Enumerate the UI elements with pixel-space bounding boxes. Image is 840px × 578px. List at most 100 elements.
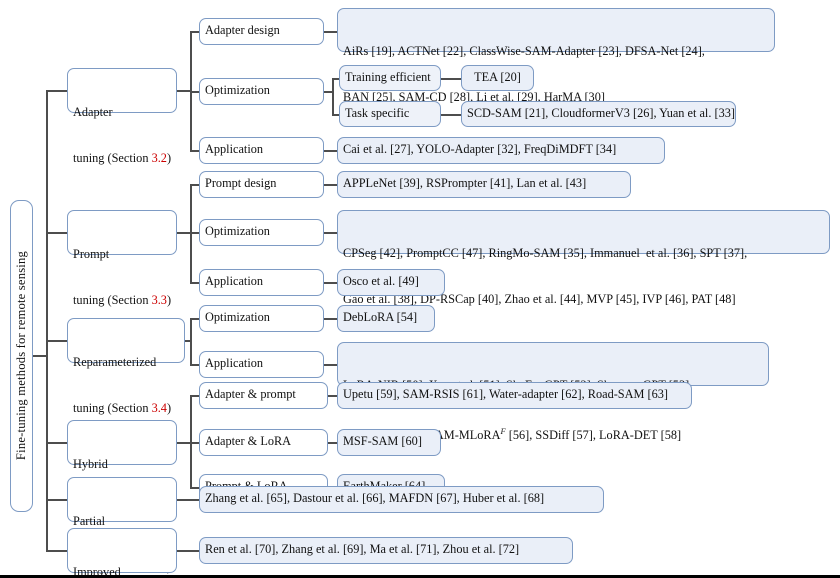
- branch-prompt-tuning-line2: tuning (Section 3.3): [73, 293, 172, 308]
- node-adapter-optimization-label: Optimization: [205, 83, 270, 98]
- node-prompt-application[interactable]: Application: [199, 269, 324, 296]
- branch-adapter-tuning-line2: tuning (Section 3.2): [73, 151, 172, 166]
- connector-partial-leaf: [177, 499, 199, 501]
- leaf-adapter-application-refs[interactable]: Cai et al. [27], YOLO-Adapter [32], Freq…: [337, 137, 665, 164]
- root-node-label: Fine-tuning methods for remote sensing: [14, 251, 28, 461]
- node-reparam-optimization-label: Optimization: [205, 310, 270, 325]
- node-reparam-optimization[interactable]: Optimization: [199, 305, 324, 332]
- connector-training-efficient-leaf: [441, 78, 461, 80]
- connector-to-prompt-and-lora: [190, 487, 199, 489]
- leaf-task-specific-refs[interactable]: SCD-SAM [21], CloudformerV3 [26], Yuan e…: [461, 101, 736, 127]
- connector-adapter-application-leaf: [324, 150, 337, 152]
- connector-to-reparam-optimization: [190, 318, 199, 320]
- connector-adapter-opt-out: [324, 91, 333, 93]
- node-reparam-application[interactable]: Application: [199, 351, 324, 378]
- connector-to-training-efficient: [332, 78, 339, 80]
- node-adapter-application[interactable]: Application: [199, 137, 324, 164]
- connector-to-adapter-optimization: [190, 91, 199, 93]
- connector-to-task-specific: [332, 114, 339, 116]
- connector-to-prompt-optimization: [190, 232, 199, 234]
- connector-hybrid-spine: [190, 395, 192, 487]
- connector-adapter-and-prompt-leaf: [328, 395, 337, 397]
- branch-hybrid-tuning-line1: Hybrid: [73, 457, 108, 472]
- connector-to-hybrid-tuning: [46, 442, 67, 444]
- node-task-specific[interactable]: Task specific: [339, 101, 441, 127]
- connector-prompt-out: [177, 232, 191, 234]
- branch-partial-tuning[interactable]: Partial tuning (Section 3.6): [67, 477, 177, 574]
- node-training-efficient-label: Training efficient: [345, 69, 431, 84]
- root-node: Fine-tuning methods for remote sensing: [10, 200, 33, 512]
- leaf-line: BAN [25], SAM-CD [28], Li et al. [29], H…: [343, 90, 605, 105]
- connector-task-specific-leaf: [441, 114, 461, 116]
- connector-to-adapter-application: [190, 150, 199, 152]
- branch-prompt-tuning[interactable]: Prompt tuning (Section 3.3): [67, 210, 177, 307]
- leaf-adapter-design-refs[interactable]: AiRs [19], ACTNet [22], ClassWise-SAM-Ad…: [337, 8, 775, 104]
- connector-adapter-design-leaf: [324, 31, 337, 33]
- connector-to-adapter-design: [190, 31, 199, 33]
- connector-to-adapter-tuning: [46, 90, 67, 92]
- leaf-line: APPLeNet [39], RSPrompter [41], Lan et a…: [343, 176, 587, 191]
- node-prompt-optimization-label: Optimization: [205, 224, 270, 239]
- node-adapter-application-label: Application: [205, 142, 264, 157]
- connector-to-prompt-tuning: [46, 232, 67, 234]
- branch-reparameterized-tuning-line2: tuning (Section 3.4): [73, 401, 172, 416]
- leaf-prompt-optimization-refs[interactable]: CPSeg [42], PromptCC [47], RingMo-SAM [3…: [337, 210, 830, 306]
- leaf-prompt-application-refs[interactable]: Osco et al. [49]: [337, 269, 445, 296]
- leaf-line: AiRs [19], ACTNet [22], ClassWise-SAM-Ad…: [343, 44, 705, 59]
- leaf-line: SCD-SAM [21], CloudformerV3 [26], Yuan e…: [467, 105, 735, 120]
- leaf-line: Upetu [59], SAM-RSIS [61], Water-adapter…: [343, 387, 669, 402]
- connector-to-adapter-and-lora: [190, 442, 199, 444]
- connector-to-reparameterized-tuning: [46, 340, 67, 342]
- node-adapter-and-prompt[interactable]: Adapter & prompt: [199, 382, 328, 409]
- node-adapter-and-lora-label: Adapter & LoRA: [205, 434, 292, 449]
- connector-reparam-application-leaf: [324, 364, 337, 366]
- branch-reparameterized-tuning-line1: Reparameterized: [73, 355, 157, 370]
- leaf-prompt-design-refs[interactable]: APPLeNet [39], RSPrompter [41], Lan et a…: [337, 171, 631, 198]
- node-prompt-design-label: Prompt design: [205, 176, 277, 191]
- leaf-line: CPSeg [42], PromptCC [47], RingMo-SAM [3…: [343, 246, 748, 261]
- branch-adapter-tuning[interactable]: Adapter tuning (Section 3.2): [67, 68, 177, 165]
- connector-reparam-spine: [190, 318, 192, 365]
- connector-root-spine: [46, 90, 48, 550]
- connector-to-prompt-design: [190, 184, 199, 186]
- connector-to-reparam-application: [190, 364, 199, 366]
- leaf-reparam-application-refs[interactable]: LoRA-NIR [50], Xue et al. [51], SkyEyeGP…: [337, 342, 769, 442]
- leaf-line: DebLoRA [54]: [343, 310, 418, 325]
- connector-improved-leaf: [177, 550, 199, 552]
- branch-improved-tuning-line1: Improved: [73, 565, 121, 578]
- leaf-line: MSF-SAM [60]: [343, 434, 422, 449]
- leaf-adapter-and-lora-refs[interactable]: MSF-SAM [60]: [337, 429, 441, 456]
- leaf-partial-tuning-refs[interactable]: Zhang et al. [65], Dastour et al. [66], …: [199, 486, 604, 513]
- node-adapter-and-prompt-label: Adapter & prompt: [205, 387, 296, 402]
- leaf-line: Zhang et al. [65], Dastour et al. [66], …: [205, 491, 545, 506]
- connector-root-out: [33, 355, 47, 357]
- node-prompt-design[interactable]: Prompt design: [199, 171, 324, 198]
- connector-hybrid-out: [177, 442, 191, 444]
- node-training-efficient[interactable]: Training efficient: [339, 65, 441, 91]
- connector-prompt-application-leaf: [324, 282, 337, 284]
- connector-to-prompt-application: [190, 282, 199, 284]
- node-prompt-optimization[interactable]: Optimization: [199, 219, 324, 246]
- leaf-training-efficient-refs[interactable]: TEA [20]: [461, 65, 534, 91]
- connector-to-partial-tuning: [46, 499, 67, 501]
- leaf-reparam-optimization-refs[interactable]: DebLoRA [54]: [337, 305, 435, 332]
- leaf-line: TEA [20]: [474, 69, 521, 84]
- connector-reparam-optimization-leaf: [324, 318, 337, 320]
- branch-reparameterized-tuning[interactable]: Reparameterized tuning (Section 3.4): [67, 318, 185, 415]
- connector-to-improved-tuning: [46, 550, 67, 552]
- leaf-line: Osco et al. [49]: [343, 274, 419, 289]
- node-adapter-optimization[interactable]: Optimization: [199, 78, 324, 105]
- connector-to-adapter-and-prompt: [190, 395, 199, 397]
- branch-partial-tuning-line1: Partial: [73, 514, 106, 529]
- connector-adapter-out: [177, 90, 191, 92]
- node-adapter-and-lora[interactable]: Adapter & LoRA: [199, 429, 328, 456]
- branch-improved-tuning[interactable]: Improved tuning (Section 3.7): [67, 528, 177, 575]
- branch-adapter-tuning-line1: Adapter: [73, 105, 113, 120]
- node-reparam-application-label: Application: [205, 356, 264, 371]
- branch-hybrid-tuning[interactable]: Hybrid tuning (Section 3.5): [67, 420, 177, 517]
- leaf-improved-tuning-refs[interactable]: Ren et al. [70], Zhang et al. [69], Ma e…: [199, 537, 573, 564]
- leaf-adapter-and-prompt-refs[interactable]: Upetu [59], SAM-RSIS [61], Water-adapter…: [337, 382, 692, 409]
- node-adapter-design[interactable]: Adapter design: [199, 18, 324, 45]
- connector-prompt-optimization-leaf: [324, 232, 337, 234]
